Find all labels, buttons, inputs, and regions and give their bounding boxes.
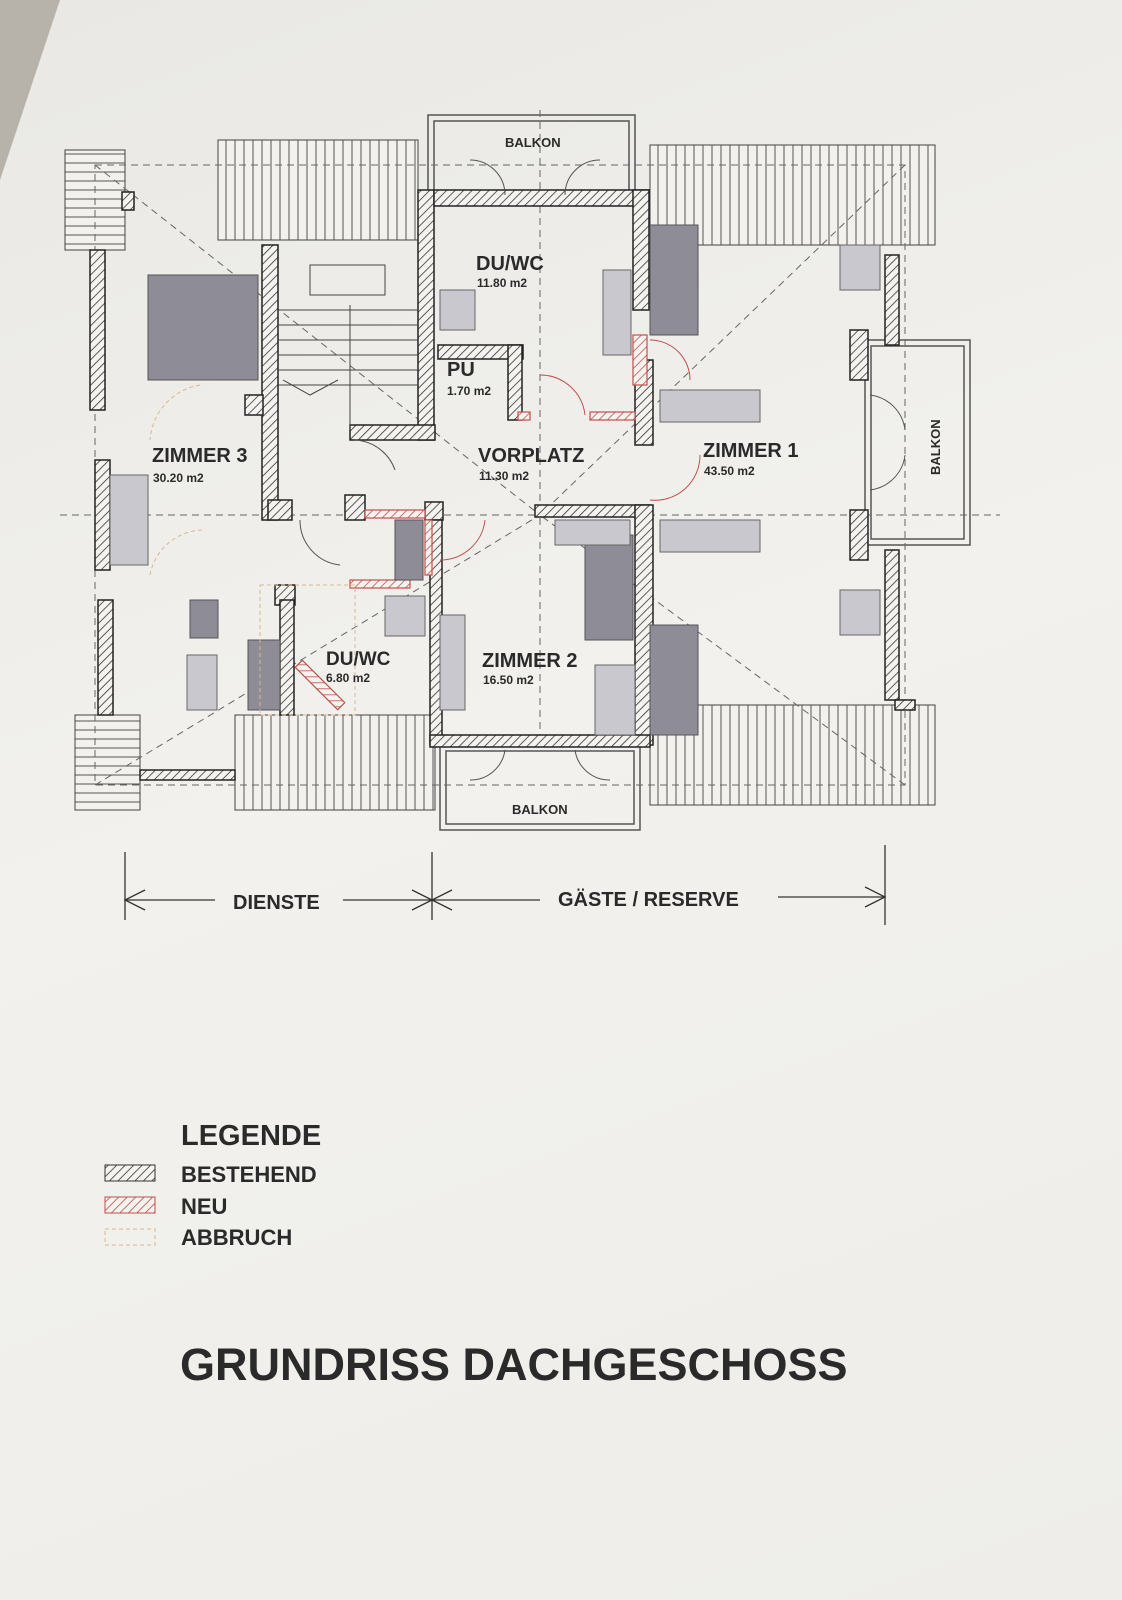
room-area: 16.50 m2 (483, 673, 534, 687)
zone-dimension (123, 845, 887, 925)
page-corner (0, 0, 60, 180)
legend-swatch-existing (104, 1164, 156, 1182)
room-area: 11.30 m2 (479, 469, 529, 483)
room-area: 11.80 m2 (477, 276, 527, 290)
drawing-title: GRUNDRISS DACHGESCHOSS (180, 1339, 848, 1390)
room-name: DU/WC (326, 649, 391, 670)
walls-new (294, 334, 648, 711)
staircase (278, 264, 418, 430)
balcony-label: BALKON (505, 135, 561, 150)
balcony-label: BALKON (512, 802, 568, 817)
desks (109, 244, 881, 736)
demolition (149, 384, 356, 716)
furniture (147, 224, 699, 736)
room-name: DU/WC (476, 253, 544, 275)
legend-label: ABBRUCH (181, 1225, 292, 1250)
room-name: ZIMMER 2 (482, 650, 578, 672)
balcony-label: BALKON (928, 419, 943, 475)
legend-label: NEU (181, 1194, 227, 1219)
zone-label-left: DIENSTE (233, 892, 320, 914)
walls-existing (89, 189, 916, 781)
new-doors (439, 339, 701, 561)
legend-title: LEGENDE (181, 1120, 321, 1152)
room-area: 6.80 m2 (326, 671, 370, 685)
legend-swatch-new (104, 1196, 156, 1214)
room-area: 30.20 m2 (153, 471, 204, 485)
legend: LEGENDE BESTEHEND NEU ABBRUCH (104, 1120, 321, 1250)
room-name: ZIMMER 1 (703, 440, 799, 462)
doors (299, 159, 906, 781)
room-name: PU (447, 359, 475, 381)
room-area: 1.70 m2 (447, 384, 491, 398)
legend-label: BESTEHEND (181, 1162, 317, 1187)
room-name: ZIMMER 3 (152, 445, 248, 467)
room-labels: ZIMMER 3 30.20 m2 DU/WC 11.80 m2 PU 1.70… (152, 135, 943, 817)
zone-label-right: GÄSTE / RESERVE (558, 888, 739, 911)
legend-swatch-demolition (104, 1228, 156, 1246)
room-name: VORPLATZ (478, 445, 584, 467)
room-area: 43.50 m2 (704, 464, 755, 478)
